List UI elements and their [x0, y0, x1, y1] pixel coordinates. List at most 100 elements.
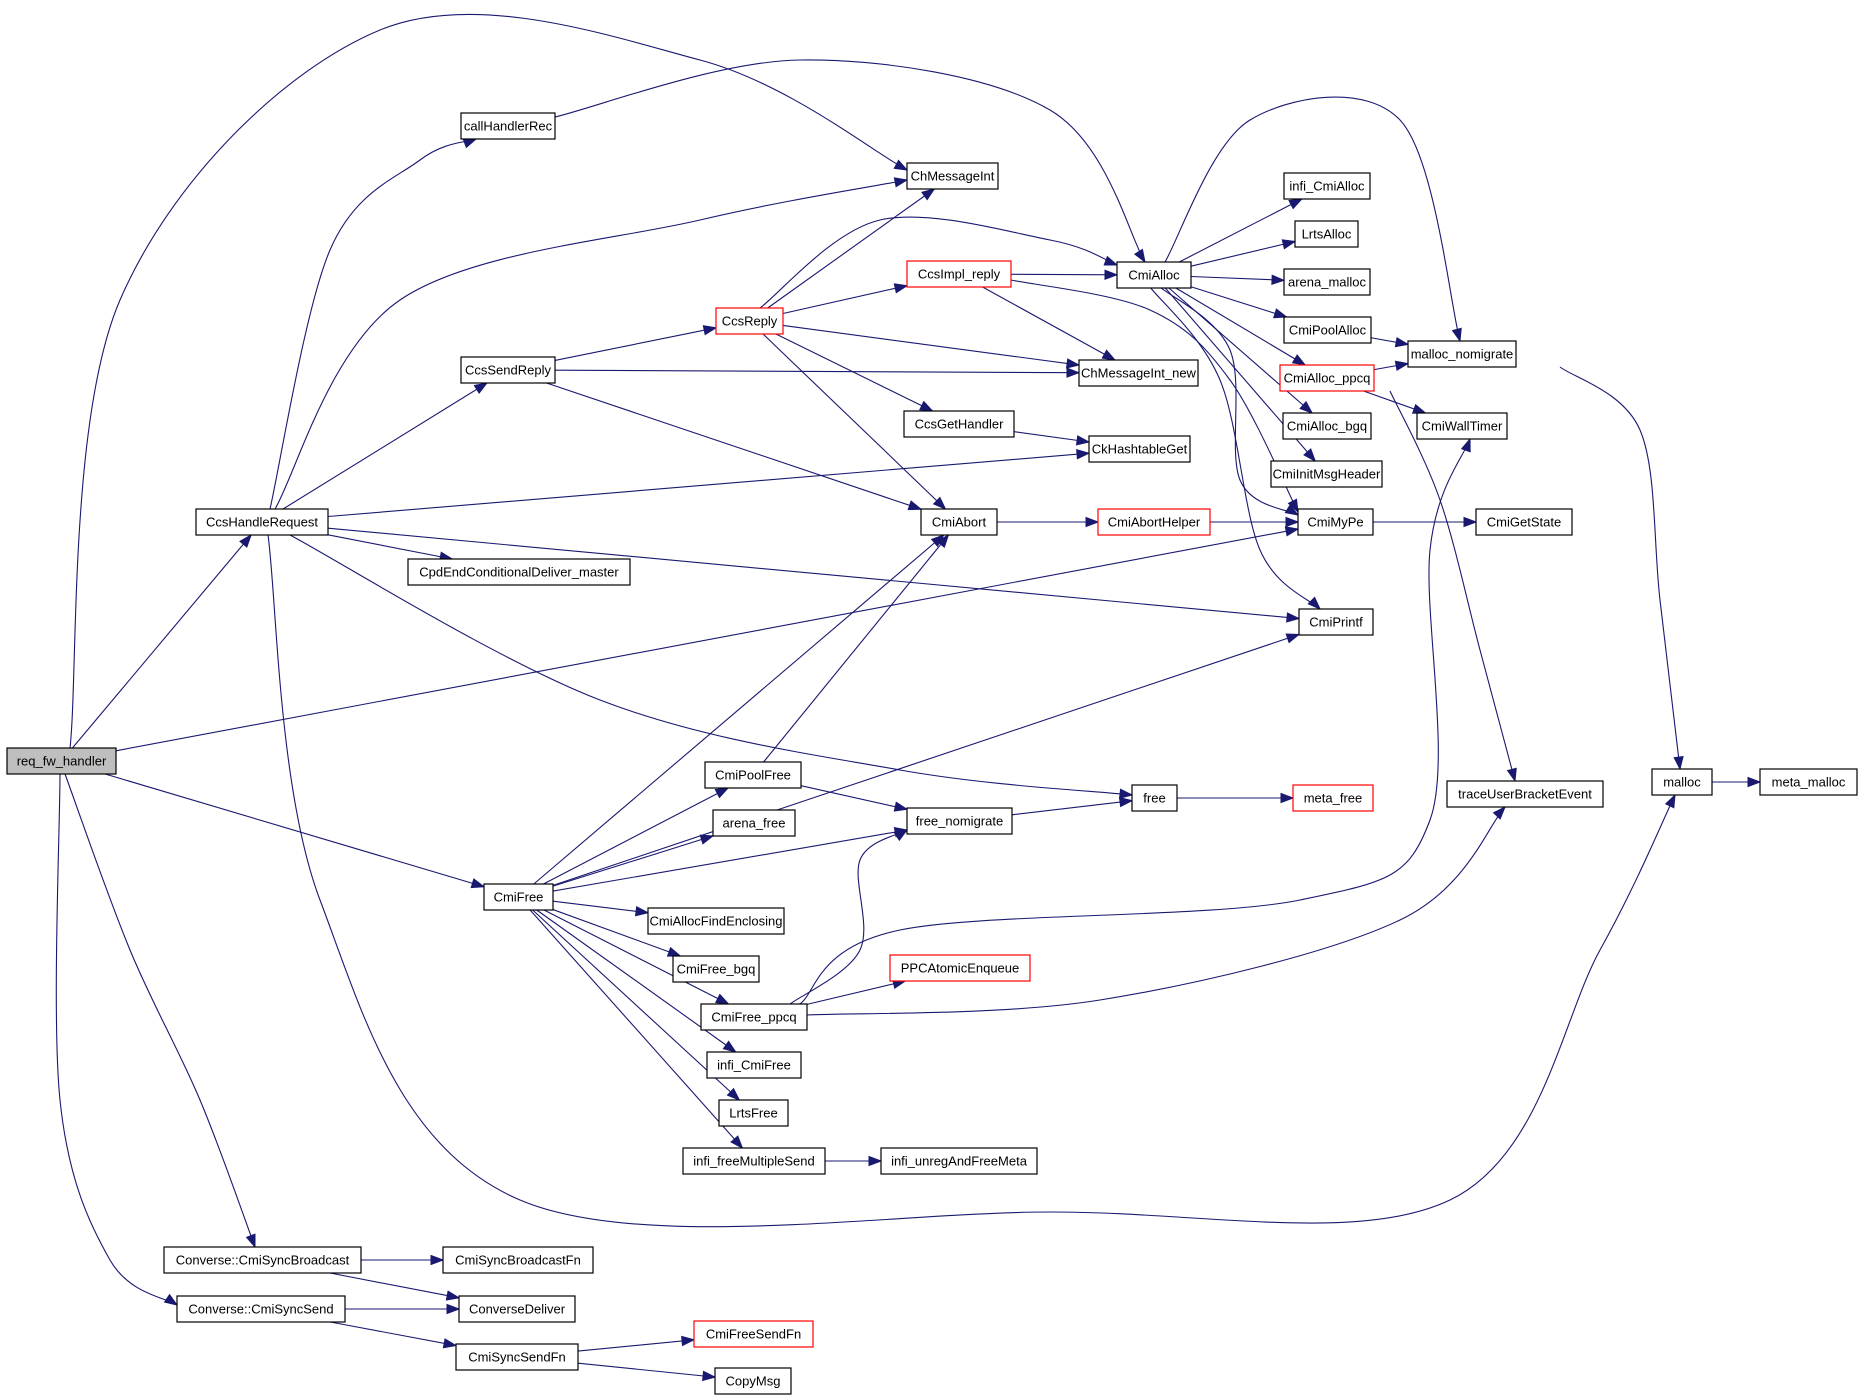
node-box[interactable]: [1131, 784, 1178, 812]
node-box[interactable]: [1283, 316, 1372, 344]
node-ConverseDeliver[interactable]: ConverseDeliver: [458, 1295, 576, 1323]
node-CmiPoolAlloc[interactable]: CmiPoolAlloc: [1283, 316, 1372, 344]
node-box[interactable]: [1283, 268, 1371, 296]
node-CmiPoolFree[interactable]: CmiPoolFree: [704, 761, 802, 789]
node-box[interactable]: [6, 747, 117, 775]
node-CpdEndConditionalDeliver_master[interactable]: CpdEndConditionalDeliver_master: [407, 558, 631, 586]
node-LrtsFree[interactable]: LrtsFree: [718, 1099, 789, 1127]
node-box[interactable]: [714, 1367, 792, 1395]
node-box[interactable]: [1279, 364, 1375, 392]
node-CmiFree_ppcq[interactable]: CmiFree_ppcq: [700, 1003, 808, 1031]
node-box[interactable]: [706, 1051, 802, 1079]
node-infi_CmiAlloc[interactable]: infi_CmiAlloc: [1283, 172, 1371, 200]
node-CmiGetState[interactable]: CmiGetState: [1475, 508, 1573, 536]
node-traceUserBracketEvent[interactable]: traceUserBracketEvent: [1446, 780, 1604, 808]
node-Converse_CmiSyncBroadcast[interactable]: Converse::CmiSyncBroadcast: [163, 1246, 362, 1274]
node-ChMessageInt_new[interactable]: ChMessageInt_new: [1078, 359, 1199, 387]
node-box[interactable]: [903, 410, 1015, 438]
node-CmiSyncSendFn[interactable]: CmiSyncSendFn: [455, 1343, 579, 1371]
node-box[interactable]: [407, 558, 631, 586]
node-CmiWallTimer[interactable]: CmiWallTimer: [1416, 412, 1508, 440]
node-CmiAlloc_ppcq[interactable]: CmiAlloc_ppcq: [1279, 364, 1375, 392]
node-ChMessageInt[interactable]: ChMessageInt: [906, 162, 999, 190]
node-CmiAlloc_bgq[interactable]: CmiAlloc_bgq: [1282, 412, 1372, 440]
node-box[interactable]: [1297, 508, 1374, 536]
node-box[interactable]: [1116, 261, 1192, 289]
node-box[interactable]: [906, 260, 1012, 288]
node-box[interactable]: [195, 508, 329, 536]
node-box[interactable]: [442, 1246, 594, 1274]
node-CmiFree_bgq[interactable]: CmiFree_bgq: [672, 955, 760, 983]
node-box[interactable]: [1475, 508, 1573, 536]
node-box[interactable]: [1294, 220, 1359, 248]
node-CmiAlloc[interactable]: CmiAlloc: [1116, 261, 1192, 289]
node-box[interactable]: [647, 907, 785, 935]
node-box[interactable]: [906, 162, 999, 190]
node-CmiPrintf[interactable]: CmiPrintf: [1298, 608, 1374, 636]
node-box[interactable]: [460, 356, 556, 384]
node-infi_CmiFree[interactable]: infi_CmiFree: [706, 1051, 802, 1079]
node-arena_malloc[interactable]: arena_malloc: [1283, 268, 1371, 296]
node-box[interactable]: [1407, 340, 1517, 368]
node-box[interactable]: [1759, 768, 1858, 796]
node-CcsHandleRequest[interactable]: CcsHandleRequest: [195, 508, 329, 536]
node-box[interactable]: [460, 112, 556, 140]
node-CmiSyncBroadcastFn[interactable]: CmiSyncBroadcastFn: [442, 1246, 594, 1274]
node-box[interactable]: [1292, 784, 1374, 812]
node-box[interactable]: [672, 955, 760, 983]
node-CcsSendReply[interactable]: CcsSendReply: [460, 356, 556, 384]
node-box[interactable]: [1088, 435, 1191, 463]
node-box[interactable]: [700, 1003, 808, 1031]
node-CcsImpl_reply[interactable]: CcsImpl_reply: [906, 260, 1012, 288]
node-box[interactable]: [1283, 172, 1371, 200]
node-Converse_CmiSyncSend[interactable]: Converse::CmiSyncSend: [176, 1295, 346, 1323]
node-CmiMyPe[interactable]: CmiMyPe: [1297, 508, 1374, 536]
node-meta_malloc[interactable]: meta_malloc: [1759, 768, 1858, 796]
node-req_fw_handler[interactable]: req_fw_handler: [6, 747, 117, 775]
node-infi_unregAndFreeMeta[interactable]: infi_unregAndFreeMeta: [880, 1147, 1038, 1175]
node-CkHashtableGet[interactable]: CkHashtableGet: [1088, 435, 1191, 463]
node-CcsGetHandler[interactable]: CcsGetHandler: [903, 410, 1015, 438]
node-CopyMsg[interactable]: CopyMsg: [714, 1367, 792, 1395]
node-box[interactable]: [1446, 780, 1604, 808]
node-arena_free[interactable]: arena_free: [712, 809, 796, 837]
node-box[interactable]: [176, 1295, 346, 1323]
node-box[interactable]: [715, 307, 784, 335]
node-box[interactable]: [693, 1320, 814, 1348]
node-box[interactable]: [1270, 460, 1383, 488]
node-box[interactable]: [880, 1147, 1038, 1175]
node-box[interactable]: [455, 1343, 579, 1371]
node-box[interactable]: [906, 807, 1013, 835]
node-CmiAbortHelper[interactable]: CmiAbortHelper: [1097, 508, 1211, 536]
node-box[interactable]: [682, 1147, 826, 1175]
node-CmiFreeSendFn[interactable]: CmiFreeSendFn: [693, 1320, 814, 1348]
node-box[interactable]: [712, 809, 796, 837]
node-infi_freeMultipleSend[interactable]: infi_freeMultipleSend: [682, 1147, 826, 1175]
node-box[interactable]: [483, 883, 554, 911]
node-box[interactable]: [704, 761, 802, 789]
node-box[interactable]: [1651, 768, 1713, 796]
node-CmiFree[interactable]: CmiFree: [483, 883, 554, 911]
node-box[interactable]: [1282, 412, 1372, 440]
node-box[interactable]: [718, 1099, 789, 1127]
node-CmiInitMsgHeader[interactable]: CmiInitMsgHeader: [1270, 460, 1383, 488]
node-meta_free[interactable]: meta_free: [1292, 784, 1374, 812]
node-CmiAbort[interactable]: CmiAbort: [920, 508, 998, 536]
node-CmiAllocFindEnclosing[interactable]: CmiAllocFindEnclosing: [647, 907, 785, 935]
node-LrtsAlloc[interactable]: LrtsAlloc: [1294, 220, 1359, 248]
node-box[interactable]: [1078, 359, 1199, 387]
node-box[interactable]: [163, 1246, 362, 1274]
node-box[interactable]: [1298, 608, 1374, 636]
node-free_nomigrate[interactable]: free_nomigrate: [906, 807, 1013, 835]
node-box[interactable]: [458, 1295, 576, 1323]
node-box[interactable]: [889, 954, 1031, 982]
node-callHandlerRec[interactable]: callHandlerRec: [460, 112, 556, 140]
node-malloc_nomigrate[interactable]: malloc_nomigrate: [1407, 340, 1517, 368]
node-malloc[interactable]: malloc: [1651, 768, 1713, 796]
node-box[interactable]: [1097, 508, 1211, 536]
node-PPCAtomicEnqueue[interactable]: PPCAtomicEnqueue: [889, 954, 1031, 982]
node-free[interactable]: free: [1131, 784, 1178, 812]
node-box[interactable]: [1416, 412, 1508, 440]
node-CcsReply[interactable]: CcsReply: [715, 307, 784, 335]
node-box[interactable]: [920, 508, 998, 536]
